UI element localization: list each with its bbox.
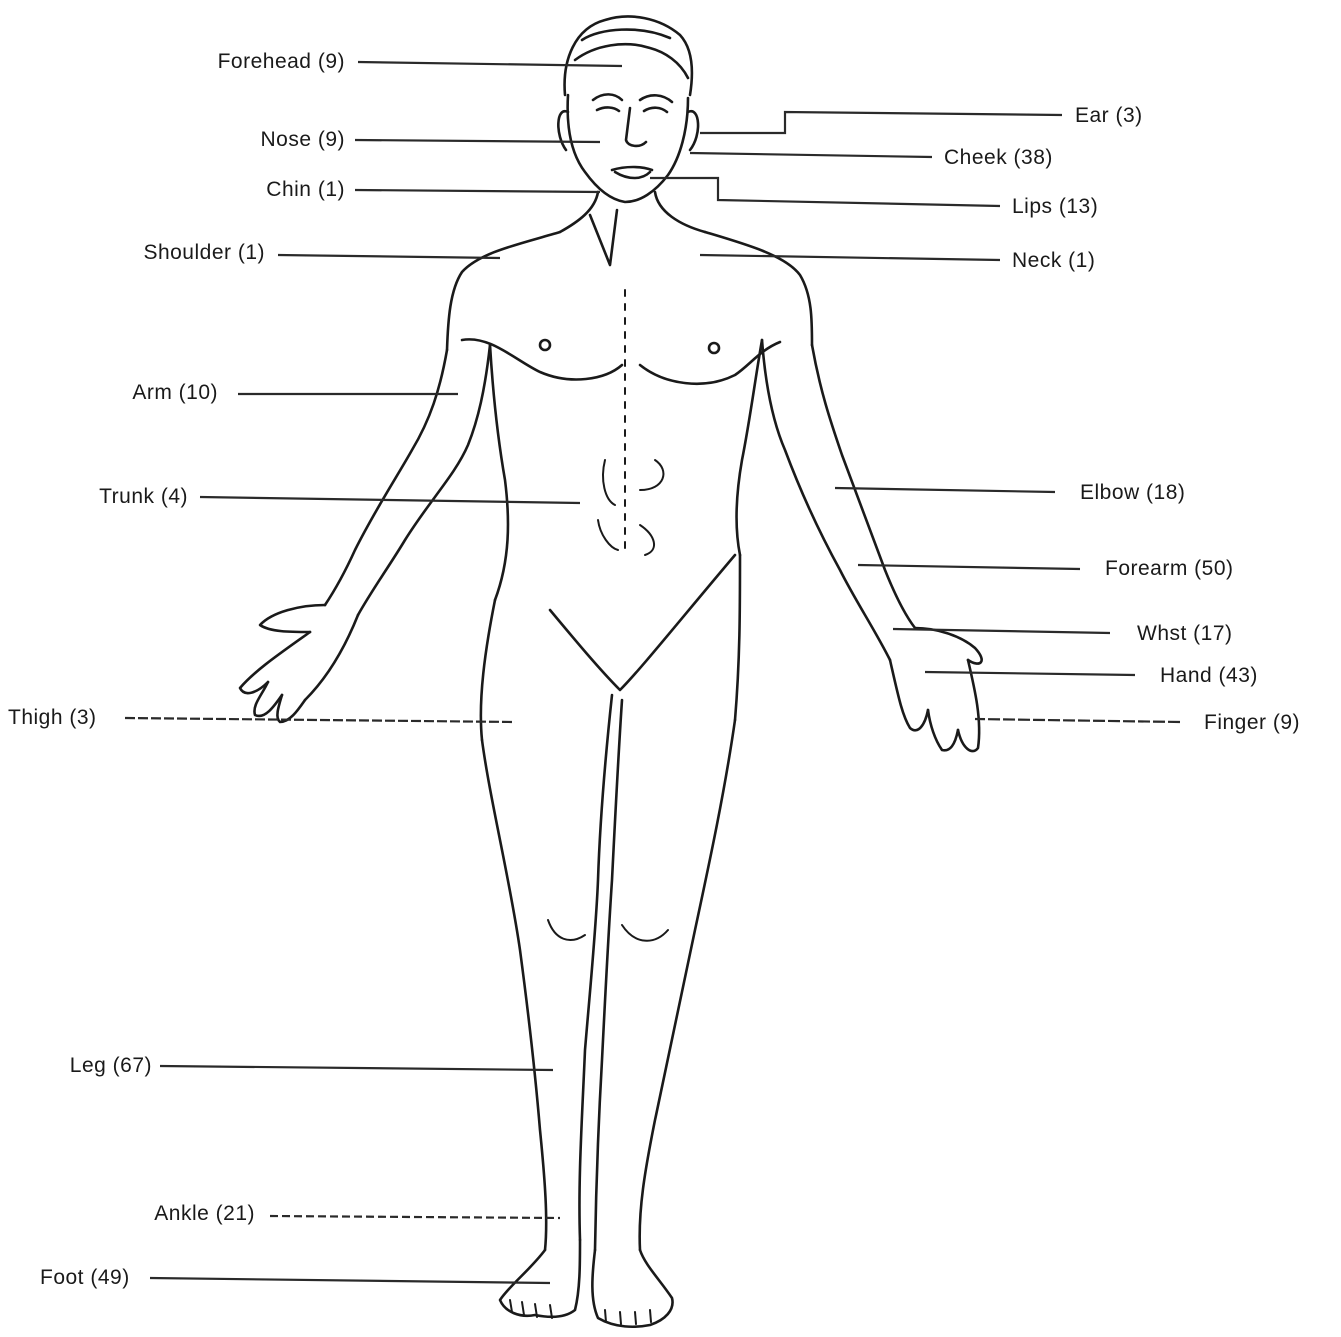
leader-forearm — [858, 565, 1080, 569]
leader-foot — [150, 1278, 550, 1283]
label-forearm: Forearm (50) — [1105, 557, 1234, 581]
label-arm: Arm (10) — [40, 381, 218, 405]
leader-shoulder — [278, 255, 500, 258]
label-chin: Chin (1) — [150, 178, 345, 202]
leader-leg — [160, 1066, 553, 1070]
leader-trunk — [200, 497, 580, 503]
label-leg: Leg (67) — [10, 1054, 152, 1078]
leader-nose — [355, 140, 600, 142]
label-thigh: Thigh (3) — [8, 706, 97, 730]
label-neck: Neck (1) — [1012, 249, 1095, 273]
label-wrist: Whst (17) — [1137, 622, 1233, 646]
leader-ankle — [270, 1216, 560, 1218]
leader-cheek — [690, 153, 932, 157]
leader-chin — [355, 190, 600, 192]
leader-wrist — [893, 629, 1110, 633]
label-elbow: Elbow (18) — [1080, 481, 1185, 505]
label-nose: Nose (9) — [150, 128, 345, 152]
leader-finger — [975, 719, 1180, 722]
label-shoulder: Shoulder (1) — [60, 241, 265, 265]
leader-hand — [925, 672, 1135, 675]
label-trunk: Trunk (4) — [20, 485, 188, 509]
label-foot: Foot (49) — [40, 1266, 130, 1290]
leader-lips — [650, 178, 1000, 206]
leader-elbow — [835, 488, 1055, 492]
leader-ear — [700, 112, 1062, 133]
label-hand: Hand (43) — [1160, 664, 1258, 688]
leader-thigh — [125, 718, 515, 722]
leader-neck — [700, 255, 1000, 260]
label-ankle: Ankle (21) — [60, 1202, 255, 1226]
label-cheek: Cheek (38) — [944, 146, 1053, 170]
label-lips: Lips (13) — [1012, 195, 1098, 219]
leader-forehead — [358, 62, 622, 66]
label-finger: Finger (9) — [1204, 711, 1300, 735]
label-forehead: Forehead (9) — [150, 50, 345, 74]
label-ear: Ear (3) — [1075, 104, 1143, 128]
